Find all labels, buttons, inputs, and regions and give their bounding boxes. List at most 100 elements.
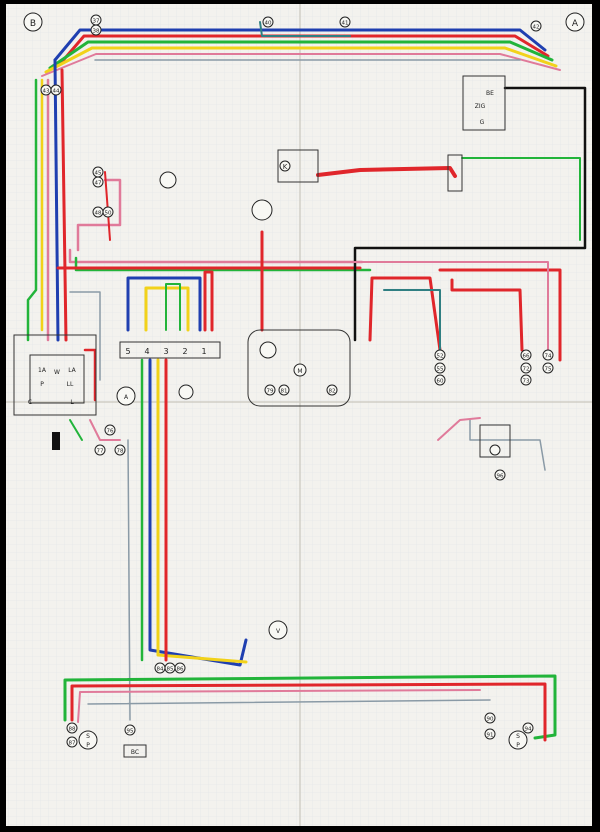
wire-left-red	[60, 68, 68, 342]
coil-label: K	[283, 163, 288, 171]
wire-left-blue	[53, 58, 60, 342]
wire-coil-red	[316, 166, 457, 178]
relay-label-zig: ZIG	[475, 103, 486, 110]
corner-plug-b	[23, 12, 43, 32]
wire-bus-pink	[68, 248, 364, 264]
connector-79	[264, 384, 276, 396]
distributor-housing	[247, 329, 351, 407]
wire-right-red-1	[368, 276, 442, 352]
regulator-inner	[29, 354, 85, 404]
connector-label-85: 85	[167, 667, 174, 673]
wire-reg-green	[69, 419, 83, 441]
connector-76	[104, 424, 116, 436]
connector-44	[50, 84, 62, 96]
motor-label: M	[297, 368, 302, 375]
connector-label-66: 66	[523, 354, 530, 360]
connector-label-72: 72	[523, 367, 530, 373]
sender-left	[78, 730, 98, 750]
wire-tb-blue	[126, 276, 202, 332]
connector-label-95: 95	[127, 729, 134, 735]
connector-label-52: 52	[437, 354, 444, 360]
gauge-a-label: A	[124, 394, 129, 401]
corner-plug-a	[565, 12, 585, 32]
switch-lower-right	[479, 424, 511, 458]
connector-label-87: 87	[69, 741, 76, 747]
wire-tb-red	[203, 270, 214, 332]
wire-right-pink	[339, 261, 549, 351]
connector-label-78: 78	[117, 449, 124, 455]
switch-knob	[489, 444, 501, 456]
wire-trunk-grey	[127, 439, 131, 721]
regulator-label-3: P	[40, 381, 44, 388]
connector-label-41: 41	[342, 21, 349, 27]
connector-label-77: 77	[97, 449, 104, 455]
gauge-a	[116, 386, 136, 406]
wire-relay-black	[353, 86, 587, 342]
wire-lower-right-grey	[469, 419, 546, 471]
wire-bottom-green	[63, 674, 557, 740]
connector-47	[92, 176, 104, 188]
connector-label-37: 37	[93, 19, 100, 25]
terminal-block-num-4: 4	[144, 347, 149, 356]
connector-72	[520, 362, 532, 374]
plug-left-label: P	[86, 742, 90, 749]
sender-right	[508, 730, 528, 750]
connector-91	[484, 728, 496, 740]
connector-label-76: 76	[107, 429, 114, 435]
connector-label-91: 91	[487, 733, 494, 739]
wire-trunk-yellow	[156, 358, 248, 664]
connector-label-75: 75	[545, 367, 552, 373]
relay-box	[462, 75, 506, 131]
wire-reg-pink	[89, 419, 121, 441]
connector-label-55: 55	[437, 367, 444, 373]
connector-50	[102, 206, 114, 218]
gauge-right	[178, 384, 194, 400]
gauge-v-label: V	[276, 628, 281, 635]
wire-right-red-2	[450, 278, 524, 352]
connector-label-86: 86	[177, 667, 184, 673]
connector-label-96: 96	[497, 474, 504, 480]
connector-90	[484, 712, 496, 724]
connector-81	[278, 384, 290, 396]
connector-label-81: 81	[281, 389, 288, 395]
distributor-cap	[259, 341, 277, 359]
connector-75	[542, 362, 554, 374]
connector-60	[434, 374, 446, 386]
connector-96	[494, 469, 506, 481]
ground-strap	[52, 432, 60, 450]
connector-94	[522, 722, 534, 734]
connector-label-88: 88	[69, 727, 76, 733]
connector-label-45: 45	[95, 171, 102, 177]
wire-bus-green	[74, 256, 372, 272]
terminal-block-num-1: 1	[201, 347, 206, 356]
regulator-label-5: C	[28, 399, 32, 406]
connector-label-50: 50	[105, 211, 112, 217]
terminal-block-num-3: 3	[163, 347, 168, 356]
connector-82	[326, 384, 338, 396]
wire-lamp-pink	[76, 178, 122, 252]
connector-label-60: 60	[437, 379, 444, 385]
sender-left-label: S	[86, 733, 90, 740]
connector-label-84: 84	[157, 667, 164, 673]
relay-label-be: BE	[486, 90, 494, 97]
wire-bottom-red	[70, 682, 547, 742]
wire-top-yellow	[44, 46, 558, 74]
connector-label-48: 48	[95, 211, 102, 217]
connector-74	[542, 349, 554, 361]
paper-grid	[6, 4, 592, 826]
ignition-coil	[277, 149, 319, 183]
connector-label-42: 42	[533, 25, 540, 31]
coil-terminal	[279, 160, 291, 172]
connector-95	[124, 724, 136, 736]
wire-top-green	[48, 40, 554, 70]
terminal-block-num-5: 5	[125, 347, 130, 356]
connector-77	[94, 444, 106, 456]
connector-55	[434, 362, 446, 374]
wire-top-blue	[53, 28, 547, 62]
connector-66	[520, 349, 532, 361]
regulator-label-1: W	[54, 369, 60, 376]
connector-label-82: 82	[329, 389, 336, 395]
wire-relay-green	[461, 157, 581, 241]
connector-label-90: 90	[487, 717, 494, 723]
